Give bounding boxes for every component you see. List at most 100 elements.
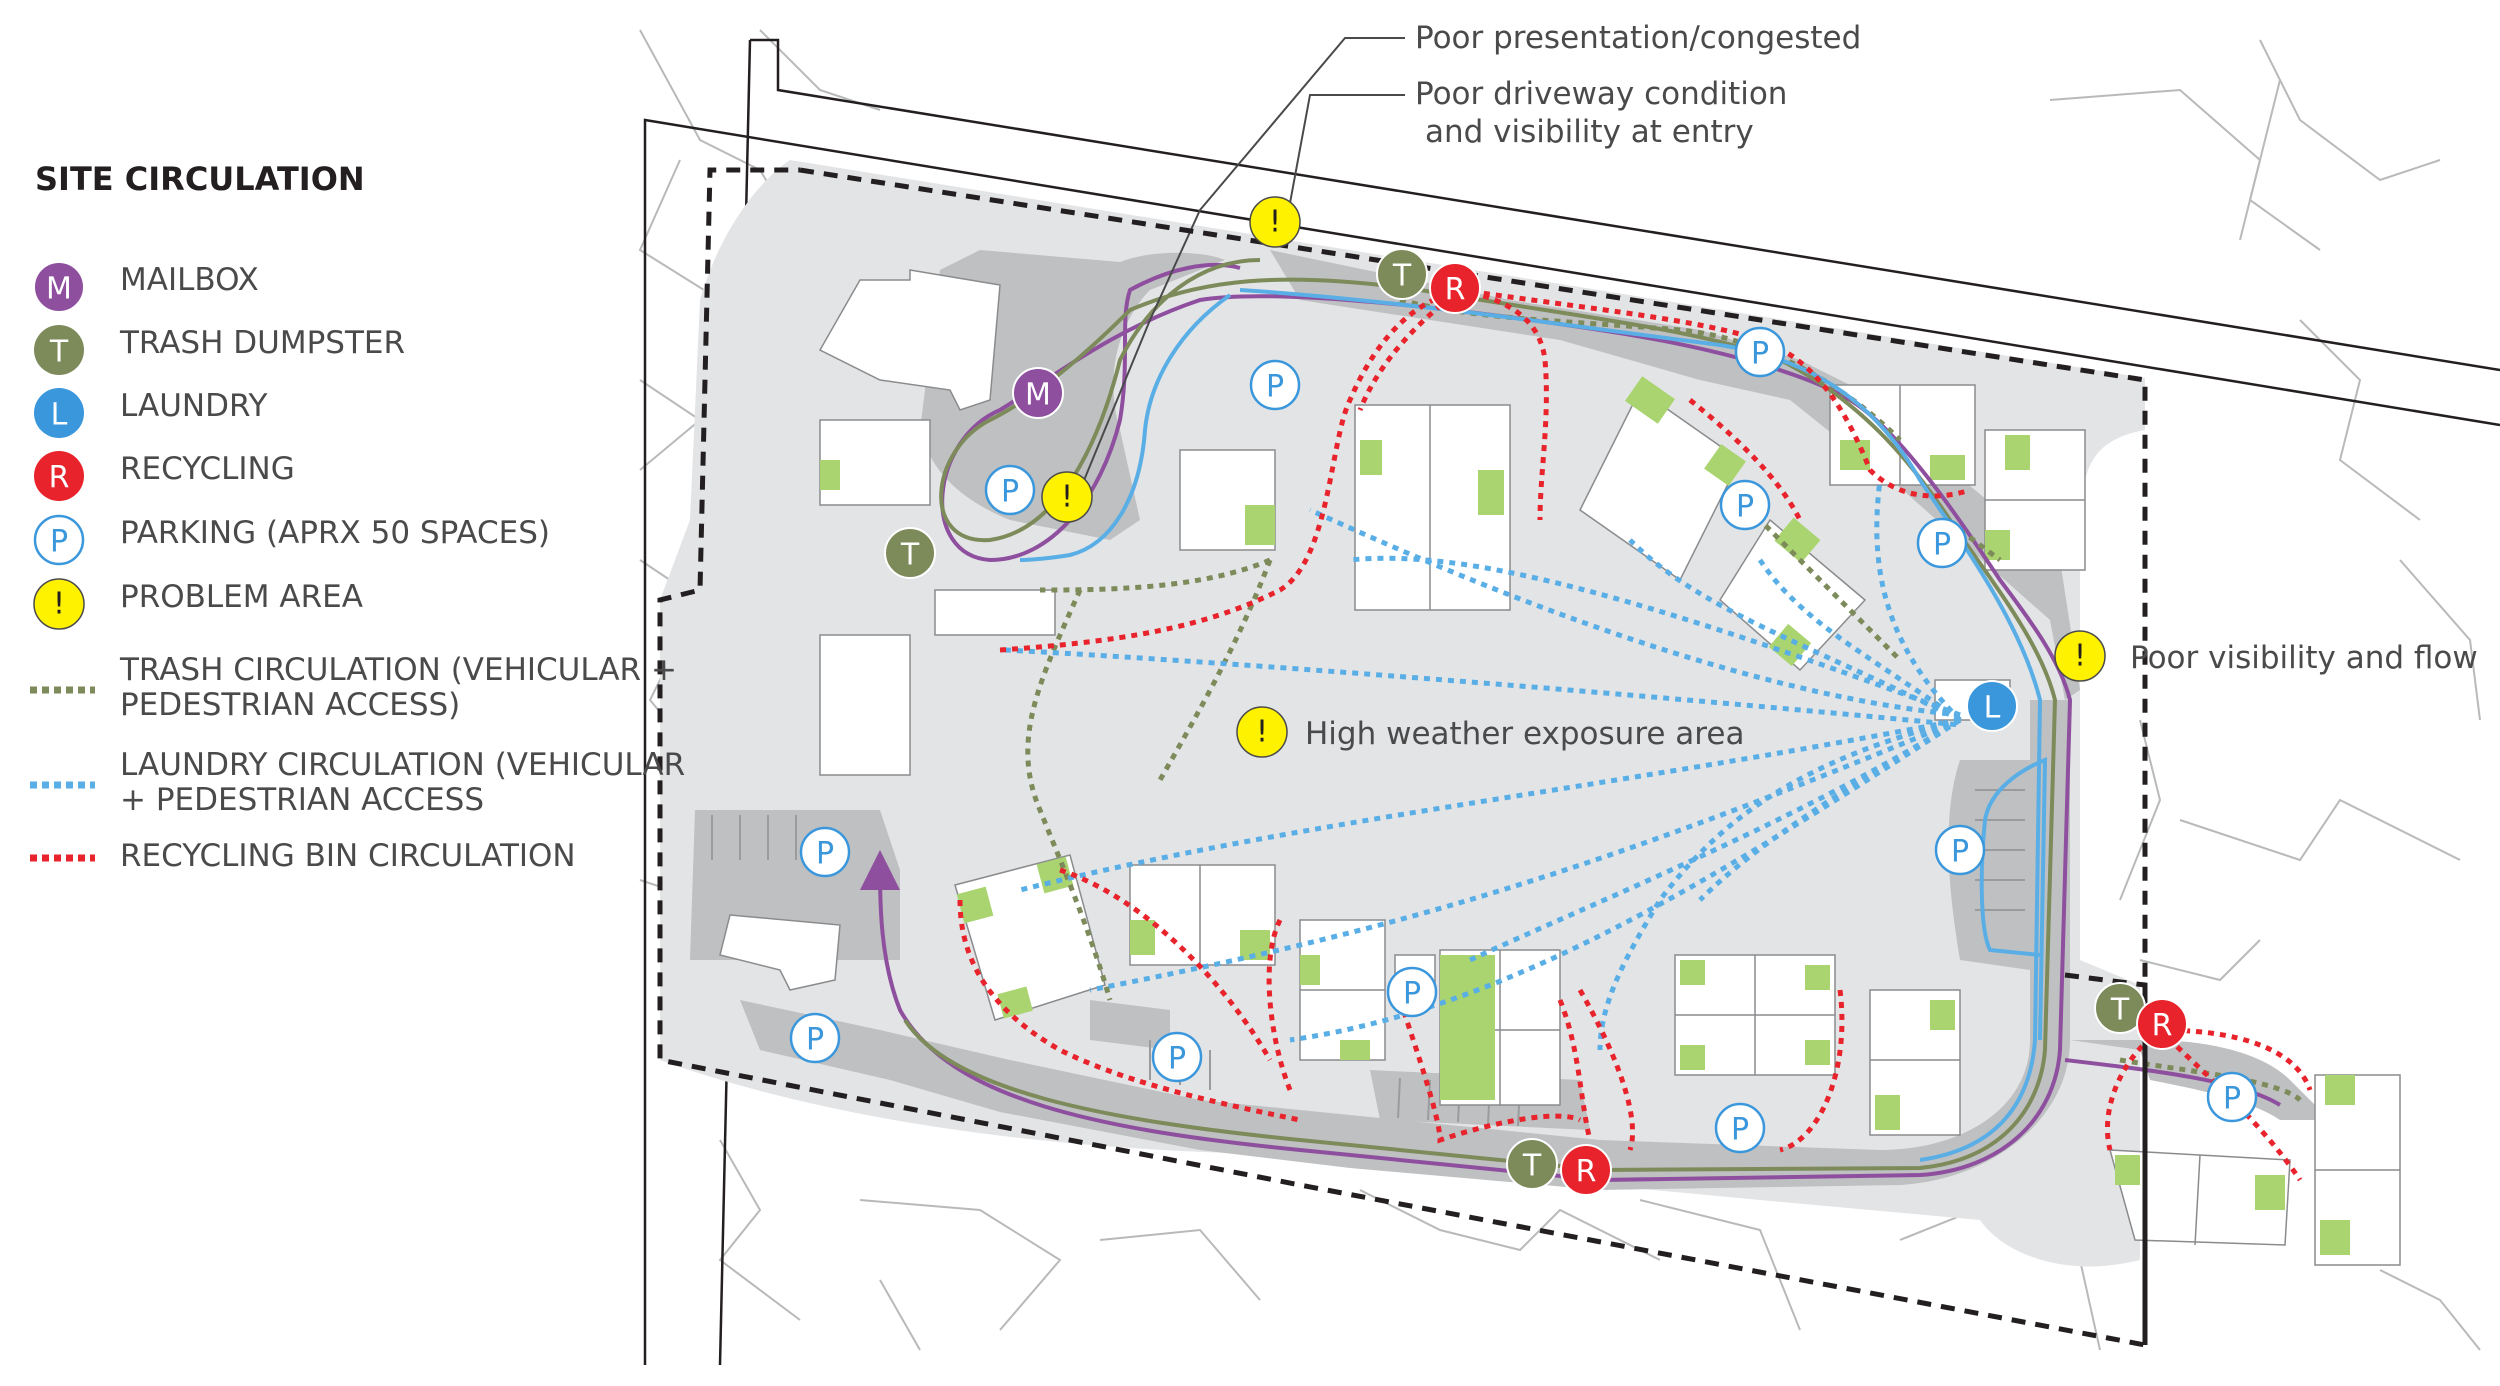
trash-map-marker: [1376, 248, 1428, 300]
annotation-high-weather: High weather exposure area: [1305, 716, 1744, 752]
parking-map-marker: [1734, 326, 1786, 378]
problem-map-marker: [1236, 706, 1288, 758]
laundry-marker: [34, 388, 84, 438]
problem-map-marker-letter: !: [1269, 205, 1281, 240]
building: [1579, 376, 1746, 582]
trash-map-marker-letter: T: [1522, 1149, 1542, 1184]
problem-map-marker: [1041, 471, 1093, 523]
legend-item-parking: P PARKING (APRX 50 SPACES): [33, 514, 550, 566]
building: [1129, 864, 1276, 966]
legend-line-trash: TRASH CIRCULATION (VEHICULAR + PEDESTRIA…: [30, 652, 677, 723]
parking-map-marker-letter: P: [1001, 475, 1019, 510]
legend-label-trash: TRASH DUMPSTER: [119, 325, 405, 361]
trash-map-marker-letter: T: [1392, 259, 1412, 294]
building: [1179, 449, 1276, 551]
recycling-map-marker: [1429, 262, 1481, 314]
legend-label-laundry-circulation-2: + PEDESTRIAN ACCESS: [120, 782, 484, 818]
annotation-poor-driveway-line1: Poor driveway condition: [1415, 76, 1787, 112]
parking-map-marker-letter: P: [1266, 370, 1284, 405]
parking-marker: [33, 514, 85, 566]
legend-label-trash-circulation-2: PEDESTRIAN ACCESS): [120, 687, 460, 723]
building: [954, 854, 1106, 1021]
recycling-map-marker-letter: R: [2152, 1009, 2173, 1044]
building: [818, 269, 1001, 411]
legend-item-trash: T TRASH DUMPSTER: [34, 325, 405, 375]
parking-map-marker: [1249, 359, 1301, 411]
legend-label-recycling-circulation: RECYCLING BIN CIRCULATION: [120, 838, 576, 874]
building: [1354, 404, 1511, 611]
laundry-marker-letter: L: [51, 398, 68, 433]
building: [719, 914, 841, 991]
legend-line-laundry: LAUNDRY CIRCULATION (VEHICULAR + PEDESTR…: [30, 747, 685, 818]
parking-map-marker: [799, 826, 851, 878]
trash-map-marker-letter: T: [2110, 993, 2130, 1028]
building: [1674, 954, 1836, 1076]
trash-route: [903, 258, 2058, 1173]
building: [1439, 949, 1561, 1106]
legend-item-recycling: R RECYCLING: [34, 451, 295, 501]
laundry-route-dotted: [1004, 479, 1962, 1051]
building: [934, 589, 1056, 636]
trash-map-marker-letter: T: [900, 538, 920, 573]
legend-label-parking: PARKING (APRX 50 SPACES): [120, 515, 550, 551]
annotation-poor-visibility: Poor visibility and flow: [2130, 640, 2478, 676]
legend-label-trash-circulation: TRASH CIRCULATION (VEHICULAR +: [119, 652, 677, 688]
trash-marker: [34, 325, 84, 375]
building: [2314, 1074, 2401, 1266]
recycling-marker: [34, 451, 84, 501]
callout-leaders: [1079, 37, 1405, 491]
parking-map-marker-letter: P: [1731, 1113, 1749, 1148]
legend-label-mailbox: MAILBOX: [120, 262, 259, 298]
legend-title: SITE CIRCULATION: [35, 160, 365, 198]
problem-map-marker: [2054, 630, 2106, 682]
building: [1869, 989, 1961, 1136]
mailbox-marker-letter: M: [46, 272, 72, 307]
parking-map-marker-letter: P: [1751, 337, 1769, 372]
building: [819, 634, 911, 776]
parking-map-marker-letter: P: [816, 837, 834, 872]
legend-label-laundry: LAUNDRY: [120, 388, 267, 424]
problem-marker: [33, 578, 85, 630]
parking-marker-letter: P: [50, 525, 68, 560]
problem-map-marker-letter: !: [1256, 715, 1268, 750]
recycling-marker-letter: R: [49, 461, 70, 496]
legend: SITE CIRCULATION M MAILBOX T TRASH DUMPS…: [30, 160, 685, 874]
site-boundary-line: [657, 167, 2148, 1349]
laundry-route: [1019, 288, 2048, 1162]
parking-map-marker-letter: P: [1403, 977, 1421, 1012]
recycling-map-marker-letter: R: [1576, 1155, 1597, 1190]
parking-map-marker: [789, 1012, 841, 1064]
parking-map-marker-letter: P: [1736, 490, 1754, 525]
parking-map-marker: [1151, 1031, 1203, 1083]
parking-map-marker: [1719, 479, 1771, 531]
legend-label-problem: PROBLEM AREA: [120, 579, 363, 615]
parking-map-marker: [2206, 1071, 2258, 1123]
parking-map-marker-letter: P: [2223, 1082, 2241, 1117]
site-boundary-extension: [2064, 972, 2148, 1345]
parking-map-marker-letter: P: [1951, 835, 1969, 870]
parking-map-marker: [1714, 1102, 1766, 1154]
legend-item-mailbox: M MAILBOX: [33, 261, 259, 313]
problem-map-marker-letter: !: [2074, 639, 2086, 674]
mailbox-marker: [33, 261, 85, 313]
legend-line-recycling: RECYCLING BIN CIRCULATION: [30, 838, 576, 874]
mailbox-map-marker-letter: M: [1025, 378, 1051, 413]
parking-map-marker: [1934, 824, 1986, 876]
trash-map-marker: [884, 527, 936, 579]
mailbox-map-marker: [1012, 367, 1064, 419]
building: [819, 419, 931, 506]
problem-map-marker: [1249, 196, 1301, 248]
legend-label-laundry-circulation: LAUNDRY CIRCULATION (VEHICULAR: [120, 747, 685, 783]
problem-marker-letter: !: [53, 587, 65, 622]
laundry-map-marker-letter: L: [1984, 691, 2001, 726]
problem-map-marker-letter: !: [1061, 480, 1073, 515]
recycling-map-marker: [1560, 1144, 1612, 1196]
parking-map-marker: [984, 464, 1036, 516]
trash-map-marker: [1506, 1138, 1558, 1190]
recycling-map-marker: [2136, 998, 2188, 1050]
laundry-map-marker: [1966, 680, 2018, 732]
annotation-poor-presentation: Poor presentation/congested: [1415, 20, 1861, 56]
